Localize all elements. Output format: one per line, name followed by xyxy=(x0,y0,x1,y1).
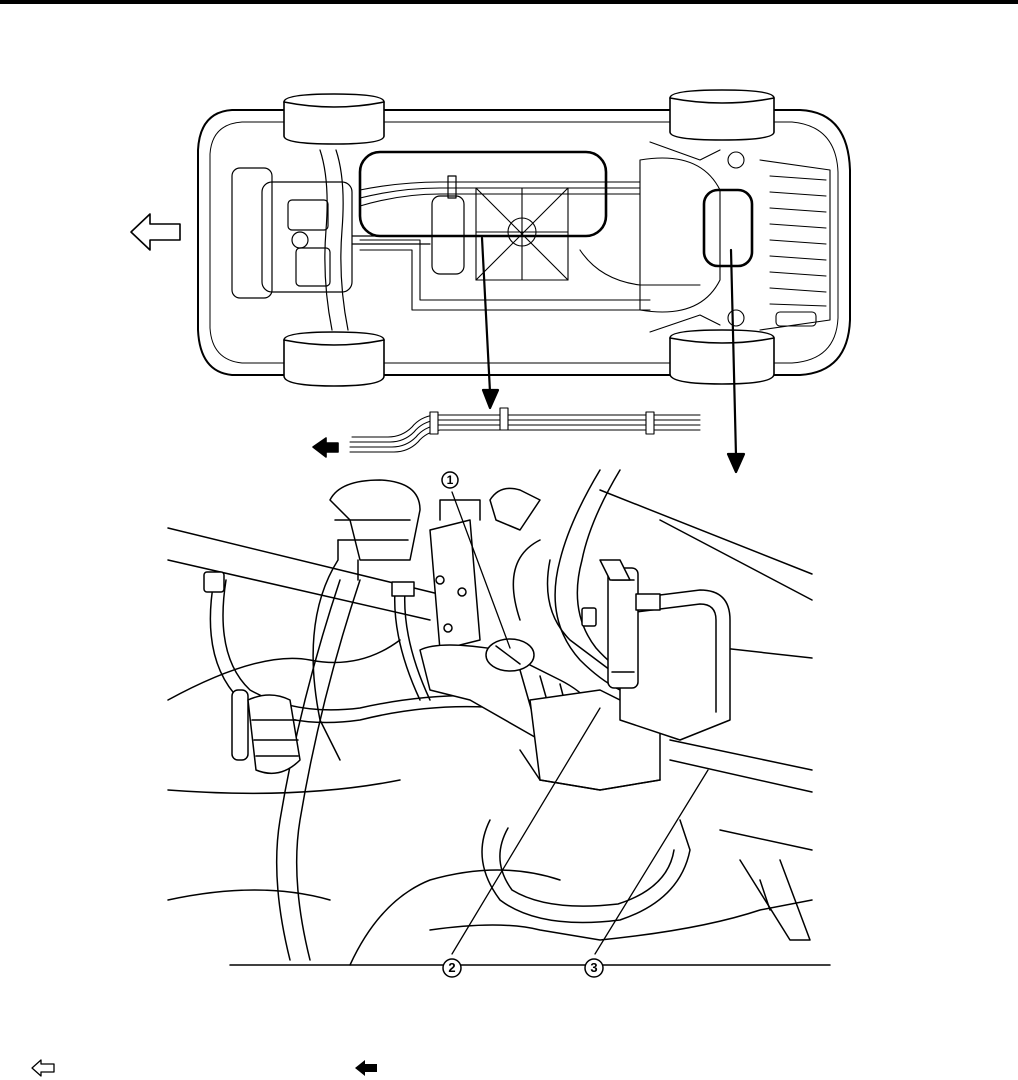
wheel-front-right xyxy=(284,332,384,386)
callout-3-label: 3 xyxy=(588,960,600,976)
highlight-rear xyxy=(704,190,752,266)
fuel-filter-underbody xyxy=(432,176,464,274)
legend-direction-icon xyxy=(355,1060,377,1076)
leader-2 xyxy=(452,708,600,954)
wheel-front-left xyxy=(284,94,384,144)
outline-arrow-left-icon xyxy=(131,214,180,250)
callout-2-label: 2 xyxy=(446,960,458,976)
wheel-rear-left xyxy=(670,90,774,140)
vehicle-underbody xyxy=(198,90,850,386)
leader-3 xyxy=(595,770,708,954)
solid-arrow-left-icon xyxy=(313,438,338,457)
fuel-line-detail xyxy=(350,408,700,452)
rear-area xyxy=(640,142,830,332)
detail-view xyxy=(168,470,830,965)
center-fan xyxy=(476,188,568,280)
callout-1-label: 1 xyxy=(445,472,455,488)
legend-front-icon xyxy=(32,1060,54,1076)
fuel-lines-underbody xyxy=(360,182,700,310)
wheel-rear-right xyxy=(670,330,774,384)
